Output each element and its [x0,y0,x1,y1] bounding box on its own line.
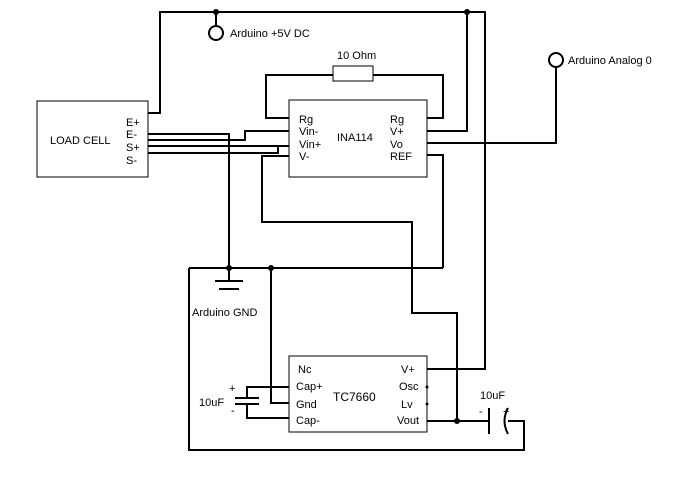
ina114-pin-v-plus: V+ [390,126,404,138]
terminal-vcc-label: Arduino +5V DC [230,28,310,40]
tc7660-title: TC7660 [333,390,376,404]
tc7660-box [288,355,428,433]
wire-load-cell-s-minus [148,146,279,154]
load-cell-pin-s-plus: S+ [126,142,140,154]
ina114-pin-vin-minus: Vin- [299,126,319,138]
capacitor-left-label: 10uF [199,397,224,409]
wire-ground-loop [188,268,525,451]
tc7660-pin-nc: Nc [298,364,312,376]
ina114-pin-vo: Vo [390,139,403,151]
terminal-analog-icon [548,52,564,68]
resistor-icon [332,65,374,82]
load-cell-pin-e-plus: E+ [126,117,140,129]
capacitor-left-plus: + [229,383,235,395]
wire-cap-plus [246,386,289,398]
ina114-pin-vin-plus: Vin+ [299,139,321,151]
junction-dot [226,265,232,271]
ina114-pin-rg-left: Rg [299,114,313,126]
wire-vcc-rail [148,11,486,370]
capacitor-right-label: 10uF [480,390,505,402]
wire-load-cell-e-minus [148,133,230,268]
capacitor-left-icon [235,397,259,405]
wires [148,11,557,451]
capacitor-right-plus: + [503,406,509,418]
junction-dot [454,418,460,424]
junction-dot [268,265,274,271]
pin-marker [425,402,429,406]
wire-negative-supply [261,155,458,421]
tc7660-pin-cap-minus: Cap- [296,415,320,427]
junction-dot [464,9,470,15]
wire-load-cell-s-plus [148,130,289,141]
tc7660-pin-v-plus: V+ [401,364,415,376]
wire-ina-vplus [427,12,468,132]
tc7660-pin-osc: Osc [399,381,419,393]
tc7660-pin-cap-plus: Cap+ [296,381,323,393]
tc7660-pin-vout: Vout [397,415,419,427]
wire-rg-left [265,74,333,119]
load-cell-box [36,100,149,178]
wire-cap-minus [246,404,289,419]
terminal-gnd-label: Arduino GND [192,307,257,319]
pin-marker [425,385,429,389]
ground-symbol-icon [215,280,243,290]
junction-dot [213,9,219,15]
tc7660-pin-lv: Lv [401,399,413,411]
capacitor-right-icon [488,407,509,435]
capacitor-left-minus: - [231,405,235,417]
wire-vo-analog [427,66,557,144]
load-cell-pin-e-minus: E- [126,129,137,141]
tc7660-pin-gnd: Gnd [296,399,317,411]
terminal-analog-label: Arduino Analog 0 [568,55,652,67]
load-cell-title: LOAD CELL [50,135,111,147]
wire-ref-ground [427,154,444,268]
wire-rg-right [373,74,444,119]
terminal-vcc-icon [208,25,224,41]
load-cell-pin-s-minus: S- [126,155,137,167]
capacitor-right-minus: - [479,406,483,418]
resistor-label: 10 Ohm [337,50,376,62]
wire-tc7660-gnd [270,268,289,404]
ina114-box [288,99,428,178]
ina114-pin-rg-right: Rg [390,114,404,126]
ina114-pin-ref: REF [390,151,412,163]
ina114-title: INA114 [337,132,373,144]
ina114-pin-v-minus: V- [299,151,310,163]
